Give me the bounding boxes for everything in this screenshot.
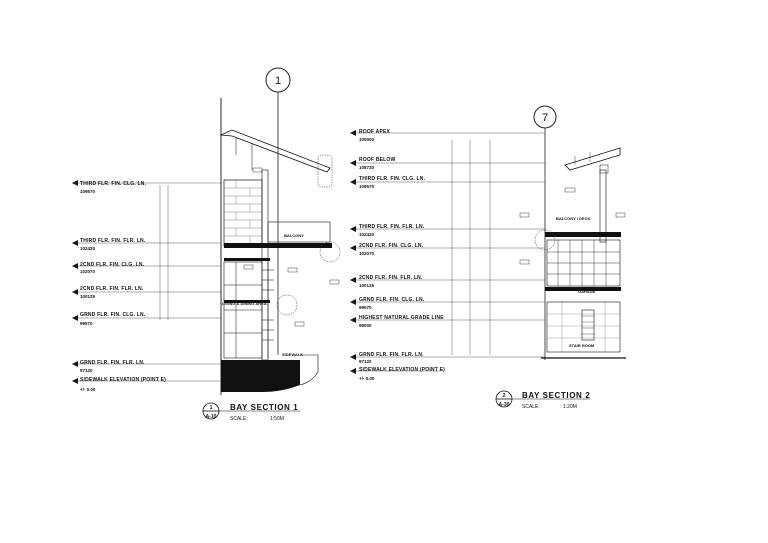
- section-2-title: BAY SECTION 2: [522, 391, 590, 400]
- level-elevation: 100125: [359, 283, 375, 288]
- grid-bubble-7-label: 7: [542, 112, 548, 124]
- section-1-scale-value: 1:50M: [270, 416, 284, 422]
- level-label: GRND FLR. FIN. CLG. LN.: [80, 312, 146, 318]
- section-2-title-block: 2 A-30 BAY SECTION 2 SCALE: 1:20M: [495, 390, 590, 410]
- level-label: SIDEWALK ELEVATION (POINT E): [80, 377, 166, 383]
- level-label: GRND FLR. FIN. FLR. LN.: [80, 360, 145, 366]
- garage-tag: GARAGE: [578, 289, 596, 294]
- section-2-number: 2: [503, 393, 506, 399]
- bay-section-1: 1 BALCONY: [72, 67, 341, 422]
- stair-room-door: [581, 309, 595, 341]
- detail-callout-2: [319, 241, 341, 263]
- balcony-tag-1: BALCONY: [284, 233, 304, 238]
- level-elevation: 102420: [359, 232, 375, 237]
- level-label: 2CND FLR. FIN. CLG. LN.: [80, 262, 145, 268]
- section-2-scale-value: 1:20M: [563, 404, 577, 410]
- section-2-sheet: A-30: [499, 402, 510, 408]
- level-elevation: 97120: [359, 359, 372, 364]
- level-label: 2CND FLR. FIN. CLG. LN.: [359, 243, 424, 249]
- ground-fill-1: [221, 360, 300, 392]
- column-1: [261, 169, 269, 361]
- garage-screen-grid: [547, 240, 620, 286]
- roof-detail-callout: [317, 154, 333, 188]
- section-1-number: 1: [210, 405, 213, 411]
- roof-2: [564, 147, 621, 171]
- level-label: GRND FLR. FIN. CLG. LN.: [359, 297, 425, 303]
- level-elevation: 102070: [359, 251, 375, 256]
- level-label: HIGHEST NATURAL GRADE LINE: [359, 315, 444, 321]
- stair-room-tag: STAIR ROOM: [569, 343, 595, 348]
- level-markers-2: ROOF APEX 100000 ROOF BELOW 108720 THIRD…: [350, 129, 545, 381]
- bay-section-2: 7 BALCONY / DECK GARAGE: [350, 105, 626, 410]
- level-label: THIRD FLR. FIN. FLR. LN.: [80, 238, 146, 244]
- lower-wall-2: [546, 301, 621, 353]
- level-label: THIRD FLR. FIN. CLG. LN.: [359, 176, 426, 182]
- section-1-sheet: A-10: [206, 414, 217, 420]
- level-elevation: 109570: [359, 184, 375, 189]
- grid-bubble-1: [265, 67, 291, 93]
- floor-slab-2: [224, 258, 270, 261]
- grid-bubble-1-label: 1: [275, 75, 281, 87]
- level-elevation: 99570: [359, 305, 372, 310]
- dimension-chain-1: [159, 185, 169, 320]
- level-label: GRND FLR. FIN. FLR. LN.: [359, 352, 424, 358]
- level-label: THIRD FLR. FIN. CLG. LN.: [80, 181, 147, 187]
- level-elevation: 108720: [359, 165, 375, 170]
- level-elevation: 100125: [80, 294, 96, 299]
- level-elevation: 102420: [80, 246, 96, 251]
- section-1-title: BAY SECTION 1: [230, 403, 298, 412]
- level-label: ROOF BELOW: [359, 157, 396, 163]
- level-markers-1: THIRD FLR. FIN. CLG. LN. 109570 THIRD FL…: [72, 180, 221, 392]
- level-label: SIDEWALK ELEVATION (POINT E): [359, 367, 445, 373]
- brick-wall-upper: [223, 179, 263, 247]
- level-elevation: 102070: [80, 269, 96, 274]
- level-elevation: +/- 0.00: [359, 376, 375, 381]
- living-tag-1: LIVING & DINING AREA: [222, 301, 267, 306]
- level-elevation: 109570: [80, 189, 96, 194]
- balcony-tag-2: BALCONY / DECK: [556, 216, 590, 221]
- grid-bubble-7: [533, 105, 557, 129]
- level-elevation: 97120: [80, 368, 93, 373]
- level-elevation: 100000: [359, 137, 375, 142]
- section-2-scale-label: SCALE:: [522, 404, 540, 410]
- level-label: 2CND FLR. FIN. FLR. LN.: [80, 286, 144, 292]
- level-label: 2CND FLR. FIN. FLR. LN.: [359, 275, 423, 281]
- level-elevation: 98000: [359, 323, 372, 328]
- level-elevation: +/- 0.00: [80, 387, 96, 392]
- level-label: ROOF APEX: [359, 129, 391, 135]
- roof-1: [219, 129, 331, 173]
- balcony-rail-1: [267, 221, 331, 243]
- sidewalk-tag-1: SIDEWALK: [282, 352, 303, 357]
- brick-pattern: [224, 180, 262, 246]
- section-1-title-block: 1 A-10 BAY SECTION 1 SCALE: 1:50M: [202, 402, 300, 422]
- level-elevation: 99570: [80, 321, 93, 326]
- column-2: [599, 169, 607, 243]
- floor-slab-3: [224, 243, 332, 248]
- detail-callout-1: [276, 294, 298, 316]
- stair-1: [262, 262, 274, 358]
- dimension-chain-2: [451, 140, 491, 355]
- floor-slab-s2-2: [545, 287, 621, 291]
- floor-slab-2b: [224, 300, 270, 303]
- floor-slab-s2-3: [545, 232, 621, 237]
- section-1-scale-label: SCALE:: [230, 416, 248, 422]
- level-label: THIRD FLR. FIN. FLR. LN.: [359, 224, 425, 230]
